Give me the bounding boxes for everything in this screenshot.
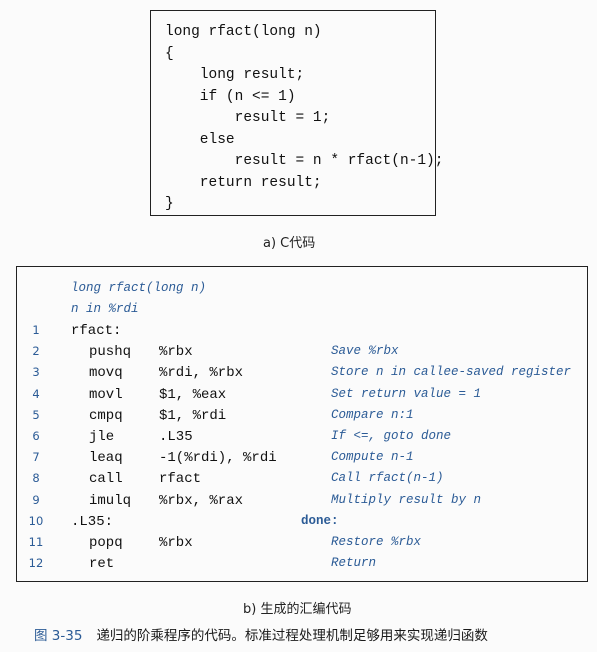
caption-a: a) C代码 bbox=[263, 236, 316, 251]
asm-instruction: leaq bbox=[89, 450, 123, 467]
asm-comment: Call rfact(n-1) bbox=[331, 471, 444, 486]
asm-instruction: jle bbox=[89, 429, 115, 445]
line-number: 12 bbox=[28, 556, 44, 571]
asm-instruction: popq bbox=[89, 535, 123, 551]
asm-operands: %rbx bbox=[159, 535, 193, 551]
line-number: 5 bbox=[32, 407, 40, 422]
asm-operands: rfact bbox=[159, 471, 202, 488]
caption-b: b) 生成的汇编代码 bbox=[243, 602, 352, 617]
asm-comment: done: bbox=[301, 513, 339, 528]
figure-number: 图 3-35 bbox=[34, 628, 83, 644]
asm-comment: Return bbox=[331, 556, 377, 571]
asm-operands: $1, %rdi bbox=[159, 407, 227, 424]
asm-instruction: movq bbox=[89, 365, 123, 382]
asm-operands: %rbx bbox=[159, 344, 193, 361]
asm-instruction: cmpq bbox=[89, 407, 123, 424]
c-code-line: if (n <= 1) bbox=[165, 88, 296, 105]
asm-comment: Compare n:1 bbox=[331, 407, 414, 422]
asm-comment: Multiply result by n bbox=[331, 492, 482, 507]
line-number: 8 bbox=[32, 471, 40, 486]
assembly-code-box: long rfact(long n) n in %rdi 1 rfact: 2 pus… bbox=[16, 266, 588, 582]
line-number: 2 bbox=[32, 344, 40, 359]
c-code-box: long rfact(long n) { long result; if (n <… bbox=[150, 10, 443, 216]
asm-comment: Set return value = 1 bbox=[331, 386, 482, 401]
assembly-header-param: n in %rdi bbox=[71, 302, 139, 316]
asm-operands: $1, %eax bbox=[159, 386, 227, 403]
asm-operands: %rdi, %rbx bbox=[159, 365, 244, 382]
asm-instruction: call bbox=[89, 471, 123, 488]
c-code-line: } bbox=[165, 196, 174, 212]
figure-caption: 图 3-35 递归的阶乘程序的代码。标准过程处理机制足够用来实现递归函数 bbox=[34, 624, 488, 644]
asm-label: rfact: bbox=[71, 323, 122, 339]
asm-comment: Save %rbx bbox=[331, 344, 399, 359]
asm-instruction: imulq bbox=[89, 492, 132, 509]
asm-instruction: pushq bbox=[89, 344, 132, 361]
asm-comment: Store n in callee-saved register bbox=[331, 365, 572, 380]
asm-operands: %rbx, %rax bbox=[159, 492, 244, 509]
c-code-line: else bbox=[165, 131, 235, 148]
line-number: 10 bbox=[28, 513, 44, 528]
c-code-line: result = n * rfact(n-1); bbox=[165, 153, 444, 169]
line-number: 9 bbox=[32, 492, 40, 507]
line-number: 11 bbox=[28, 535, 44, 549]
c-code-line: long rfact(long n) bbox=[165, 24, 322, 40]
asm-instruction: movl bbox=[89, 386, 123, 403]
c-code-line: long result; bbox=[165, 67, 305, 83]
asm-operands: -1(%rdi), %rdi bbox=[159, 450, 277, 467]
asm-comment: Restore %rbx bbox=[331, 535, 422, 549]
c-code-line: { bbox=[165, 45, 174, 62]
line-number: 6 bbox=[32, 429, 40, 443]
line-number: 7 bbox=[32, 450, 40, 465]
asm-comment: If <=, goto done bbox=[331, 429, 452, 443]
c-code-line: result = 1; bbox=[165, 110, 331, 126]
asm-instruction: ret bbox=[89, 556, 115, 573]
line-number: 3 bbox=[32, 365, 40, 380]
asm-operands: .L35 bbox=[159, 429, 193, 445]
line-number: 4 bbox=[32, 386, 40, 401]
c-code-line: return result; bbox=[165, 174, 322, 191]
asm-comment: Compute n-1 bbox=[331, 450, 414, 465]
asm-label: .L35: bbox=[71, 513, 114, 530]
assembly-header-signature: long rfact(long n) bbox=[71, 281, 207, 295]
line-number: 1 bbox=[32, 323, 40, 337]
figure-caption-text: 递归的阶乘程序的代码。标准过程处理机制足够用来实现递归函数 bbox=[96, 628, 488, 644]
